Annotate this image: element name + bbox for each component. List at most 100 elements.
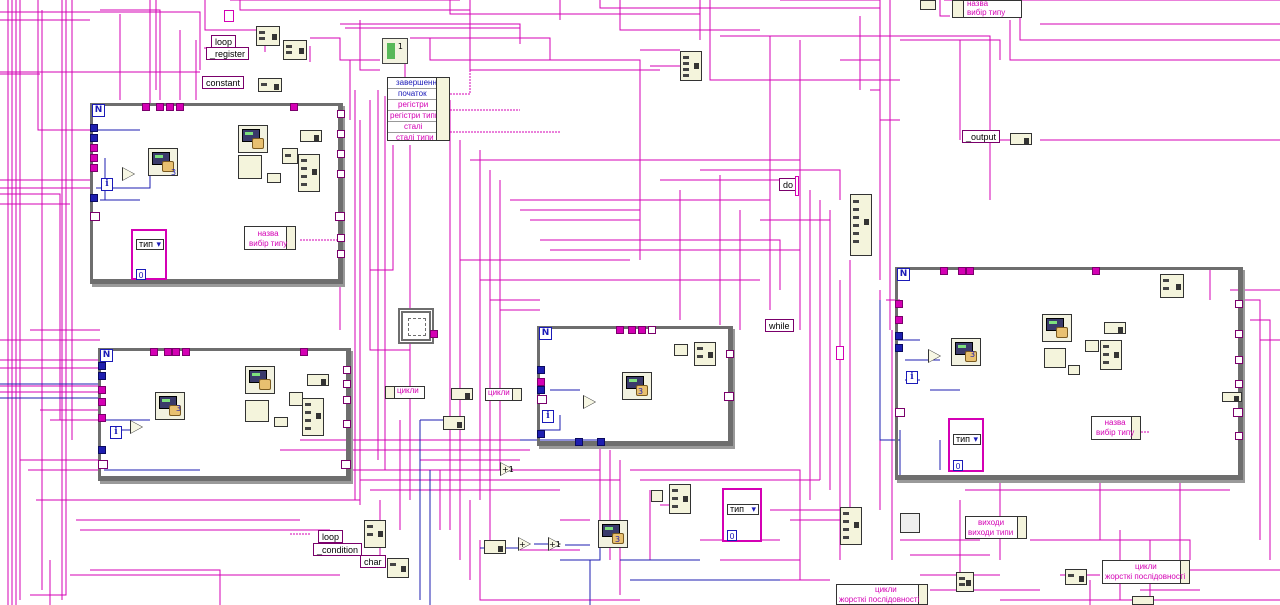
type-enum[interactable]: тип▾: [136, 239, 164, 250]
subvi-icon[interactable]: [155, 392, 185, 420]
bundle-by-name-2[interactable]: назва вибір типу: [1091, 416, 1141, 440]
increment-primitive[interactable]: [548, 537, 561, 551]
condition-string-constant[interactable]: _condition: [313, 543, 363, 556]
bundle-loops-node[interactable]: цикли: [485, 388, 522, 401]
concat-node[interactable]: [1065, 569, 1087, 585]
sequence-structure[interactable]: [398, 308, 434, 344]
subvi-icon[interactable]: [148, 148, 178, 176]
concat-node[interactable]: [1010, 133, 1032, 145]
type-enum-case-2[interactable]: тип▾ 0: [722, 488, 762, 542]
subvi-icon[interactable]: [245, 366, 275, 394]
numeric-constant[interactable]: 0: [953, 460, 963, 471]
small-node[interactable]: [267, 173, 281, 183]
while-string-constant[interactable]: while: [765, 319, 794, 332]
index-node[interactable]: [1085, 340, 1099, 352]
type-enum-case-3[interactable]: тип▾ 0: [948, 418, 984, 472]
add-primitive[interactable]: [130, 420, 143, 434]
output-string-constant[interactable]: _output: [962, 130, 1001, 143]
subvi-icon[interactable]: [238, 125, 268, 153]
bundle-seq-node-2[interactable]: цикли жорсткі послідовності: [836, 584, 928, 605]
subvi-icon[interactable]: [951, 338, 981, 366]
subvi-icon[interactable]: [598, 520, 628, 548]
loop-count-terminal[interactable]: N: [100, 349, 113, 362]
subvi-icon[interactable]: [1042, 314, 1072, 342]
loop-iteration-terminal[interactable]: i: [101, 178, 113, 191]
tunnel: [90, 164, 98, 172]
cluster-field: початок: [388, 89, 449, 100]
bundle-by-name-node[interactable]: назва вибір типу: [952, 0, 1022, 18]
add-primitive[interactable]: [928, 349, 941, 363]
small-bundle-node[interactable]: [920, 0, 936, 10]
index-node[interactable]: [282, 148, 298, 164]
array-index-node[interactable]: [258, 78, 282, 92]
increment-primitive[interactable]: [500, 462, 513, 476]
field-name: цикли: [397, 386, 419, 395]
case-selector-icon[interactable]: 1: [382, 38, 408, 64]
small-string-constant[interactable]: [224, 10, 234, 22]
build-array-node[interactable]: [364, 520, 386, 548]
array-node[interactable]: [1132, 596, 1154, 605]
build-array-node[interactable]: [1100, 340, 1122, 370]
build-array-node[interactable]: [840, 507, 862, 545]
array-node[interactable]: [956, 572, 974, 592]
build-array-node[interactable]: [1160, 274, 1184, 298]
concat-node[interactable]: [451, 388, 473, 400]
for-loop-1[interactable]: [90, 103, 343, 284]
bundle-node[interactable]: [1104, 322, 1126, 334]
concat-strings-node[interactable]: [283, 40, 307, 60]
concat-node[interactable]: [1222, 392, 1242, 403]
small-node[interactable]: [274, 417, 288, 427]
build-array-node[interactable]: [256, 26, 280, 46]
array-node[interactable]: [484, 540, 506, 554]
loop-count-terminal[interactable]: N: [92, 104, 105, 117]
loop-count-terminal[interactable]: N: [897, 268, 910, 281]
type-enum[interactable]: тип▾: [953, 434, 981, 445]
tunnel: [337, 170, 345, 178]
add-primitive[interactable]: [122, 167, 135, 181]
type-enum-case[interactable]: тип▾ 0: [131, 229, 167, 280]
tunnel: [164, 348, 172, 356]
bundle-seq-node-1[interactable]: цикли жорсткі послідовності: [1102, 560, 1190, 584]
tunnel-int: [90, 134, 98, 142]
tunnel: [166, 103, 174, 111]
loop-iteration-terminal[interactable]: i: [110, 426, 122, 439]
build-array-node[interactable]: [302, 398, 324, 436]
add-primitive[interactable]: [583, 395, 596, 409]
loop-iteration-terminal[interactable]: i: [906, 371, 918, 384]
constant-string-constant[interactable]: constant: [202, 76, 245, 89]
numeric-constant[interactable]: 0: [727, 530, 737, 541]
index-node[interactable]: [674, 344, 688, 356]
string-constant-small[interactable]: [836, 346, 844, 360]
bundle-by-name-1[interactable]: назва вибір типу: [244, 226, 296, 250]
build-array-node[interactable]: [298, 154, 320, 192]
subvi-icon[interactable]: [622, 372, 652, 400]
bundle-node[interactable]: [307, 374, 329, 386]
build-array-node-large[interactable]: [850, 194, 872, 256]
loop-string-constant-2[interactable]: loop: [318, 530, 344, 543]
unbundle-loops-node[interactable]: цикли: [385, 386, 425, 399]
format-node[interactable]: [245, 400, 269, 422]
format-node[interactable]: [1044, 348, 1066, 368]
build-array-node[interactable]: [694, 342, 716, 366]
format-node[interactable]: [238, 155, 262, 179]
char-string-constant[interactable]: char: [360, 555, 386, 568]
unbundle-by-name-node[interactable]: завершення початок регістри регістри тип…: [387, 77, 450, 142]
numeric-constant[interactable]: 0: [136, 269, 146, 280]
index-node[interactable]: [289, 392, 303, 406]
add-primitive[interactable]: [518, 537, 531, 551]
build-array-node[interactable]: [669, 484, 691, 514]
for-loop-4[interactable]: [895, 267, 1243, 480]
array-node[interactable]: [443, 416, 465, 430]
loop-iteration-terminal[interactable]: i: [542, 410, 554, 423]
concat-node[interactable]: [387, 558, 409, 578]
small-node[interactable]: [1068, 365, 1080, 375]
open-file-icon[interactable]: [900, 513, 920, 533]
bundle-node[interactable]: [300, 130, 322, 142]
bundle-outputs-node[interactable]: виходи виходи типи: [965, 516, 1027, 539]
index-node[interactable]: [651, 490, 663, 502]
loop-count-terminal[interactable]: N: [539, 327, 552, 340]
register-string-constant[interactable]: _register: [206, 47, 250, 60]
build-array-node-top[interactable]: [680, 51, 702, 81]
type-enum[interactable]: тип▾: [727, 504, 759, 515]
